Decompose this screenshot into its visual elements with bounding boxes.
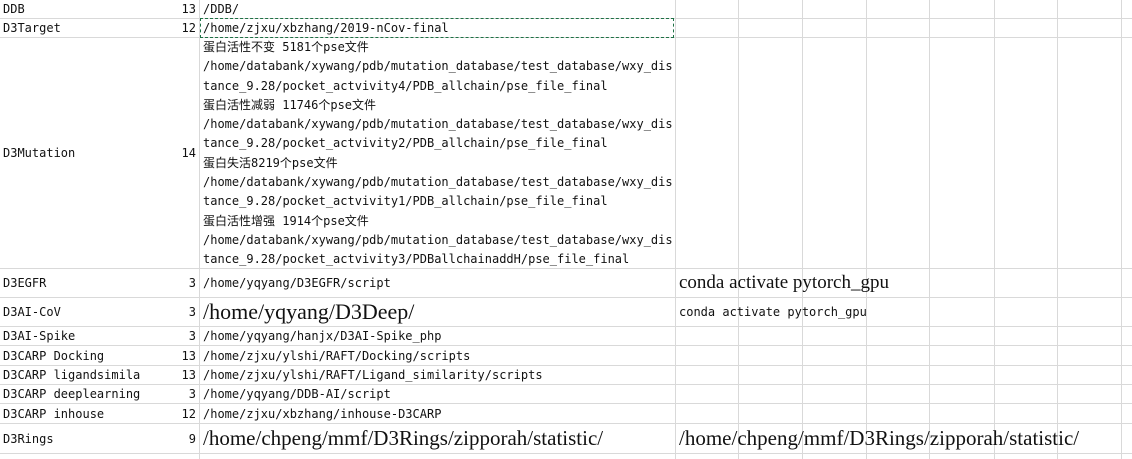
text-line: tance_9.28/pocket_actvivity1/PDB_allchai… [203, 194, 608, 209]
cell-path[interactable]: /home/yqyang/DDB-AI/script [203, 387, 391, 401]
cell-name[interactable]: D3AI-CoV [3, 305, 61, 319]
cell-name[interactable]: D3AI-Spike [3, 329, 76, 343]
text-line: 蛋白失活8219个pse文件 [203, 155, 338, 170]
cell-number[interactable]: 13 [181, 2, 196, 16]
cell-number[interactable]: 3 [188, 305, 196, 319]
cell-number[interactable]: 13 [181, 368, 196, 382]
cell-path[interactable]: /home/zjxu/xbzhang/inhouse-D3CARP [203, 406, 442, 421]
cell-number[interactable]: 12 [181, 21, 196, 35]
cell-command[interactable]: conda activate pytorch_gpu [679, 305, 867, 319]
cell-name[interactable]: D3Rings [3, 431, 54, 446]
cell-number[interactable]: 13 [181, 348, 196, 363]
cell-multiline-paths[interactable]: 蛋白活性不变 5181个pse文件 /home/databank/xywang/… [200, 38, 674, 268]
cell-path[interactable]: /home/chpeng/mmf/D3Rings/zipporah/statis… [203, 426, 604, 450]
cell-name[interactable]: D3CARP ligandsimila [3, 368, 141, 382]
cell-name[interactable]: DDB [3, 2, 25, 16]
cell-number[interactable]: 3 [188, 276, 196, 290]
cell-number[interactable]: 3 [188, 329, 196, 343]
cell-number[interactable]: 9 [188, 431, 196, 446]
cell-path[interactable]: /home/yqyang/D3EGFR/script [203, 276, 391, 290]
cell-name[interactable]: D3EGFR [3, 276, 47, 290]
text-line: 蛋白活性不变 5181个pse文件 [203, 40, 369, 54]
text-line: /home/databank/xywang/pdb/mutation_datab… [203, 232, 673, 247]
cell-path-copy[interactable]: /home/chpeng/mmf/D3Rings/zipporah/statis… [679, 426, 1080, 450]
cell-name[interactable]: D3Target [3, 21, 61, 35]
text-line: tance_9.28/pocket_actvivity2/PDB_allchai… [203, 136, 608, 151]
cell-path[interactable]: /DDB/ [203, 2, 240, 16]
text-line: /home/databank/xywang/pdb/mutation_datab… [203, 117, 673, 132]
cell-number[interactable]: 12 [181, 406, 196, 421]
text-line: 蛋白活性增强 1914个pse文件 [203, 213, 369, 228]
text-line: /home/databank/xywang/pdb/mutation_datab… [203, 175, 673, 190]
text-line: tance_9.28/pocket_actvivity4/PDB_allchai… [203, 78, 608, 93]
cell-name[interactable]: D3CARP Docking [3, 348, 105, 363]
cell-path[interactable]: /home/zjxu/ylshi/RAFT/Docking/scripts [203, 348, 471, 363]
text-line: tance_9.28/pocket_actvivity3/PDBallchain… [203, 252, 630, 267]
cell-name[interactable]: D3CARP inhouse [3, 406, 105, 421]
text-line: /home/databank/xywang/pdb/mutation_datab… [203, 59, 673, 74]
cell-command[interactable]: conda activate pytorch_gpu [679, 272, 889, 293]
cell-name[interactable]: D3CARP deeplearning [3, 387, 141, 401]
cell-number[interactable]: 3 [188, 387, 196, 401]
cell-name[interactable]: D3Mutation [3, 146, 76, 160]
cell-number[interactable]: 14 [181, 146, 196, 160]
text-line: 蛋白活性减弱 11746个pse文件 [203, 97, 377, 112]
cell-path[interactable]: /home/zjxu/ylshi/RAFT/Ligand_similarity/… [203, 368, 543, 382]
cell-path-selected[interactable]: /home/zjxu/xbzhang/2019-nCov-final [200, 18, 674, 38]
cell-path[interactable]: /home/yqyang/D3Deep/ [203, 299, 415, 324]
cell-path[interactable]: /home/yqyang/hanjx/D3AI-Spike_php [203, 329, 442, 343]
